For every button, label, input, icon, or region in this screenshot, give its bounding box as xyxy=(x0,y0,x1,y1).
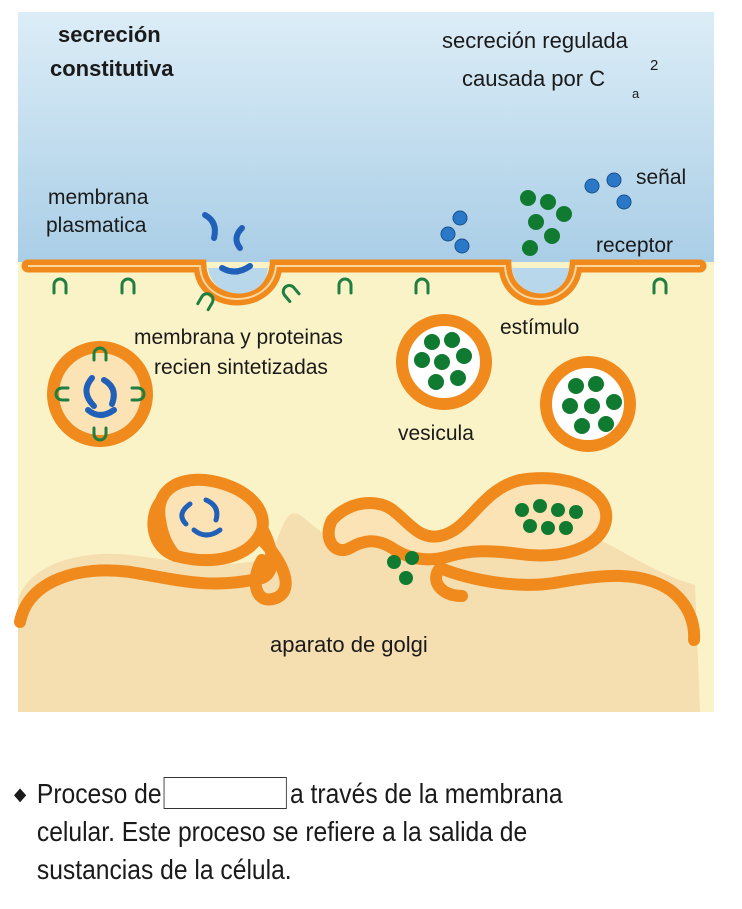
golgi-cisterna xyxy=(153,473,269,567)
secretory-vesicle xyxy=(540,356,636,452)
granule-icon xyxy=(528,214,544,230)
protein-icon xyxy=(233,225,245,251)
invagination-lumen xyxy=(512,268,569,294)
granule-icon xyxy=(456,348,472,364)
receptor-icon xyxy=(337,277,353,295)
released-granules xyxy=(520,190,572,256)
granule-icon xyxy=(523,519,537,533)
label-regulated-sup: 2 xyxy=(650,57,658,74)
label-new-proteins-line2: recien sintetizadas xyxy=(154,356,328,379)
label-regulated-sub: a xyxy=(632,86,640,101)
label-receptor: receptor xyxy=(596,234,673,257)
granule-icon xyxy=(568,378,584,394)
receptor-icon xyxy=(414,277,430,295)
signal-molecule-icon xyxy=(440,226,456,242)
label-plasma-membrane-line1: membrana xyxy=(48,186,149,209)
caption-line-3: sustancias de la célula. xyxy=(36,854,292,885)
receptor-icon xyxy=(130,386,146,402)
granule-icon xyxy=(520,190,536,206)
label-constitutive-line1: secreción xyxy=(58,22,161,47)
receptor-icon xyxy=(196,292,215,312)
granule-icon xyxy=(405,551,419,565)
label-regulated-line2: causada por C xyxy=(462,66,605,91)
receptor-icon xyxy=(92,346,108,362)
protein-icon xyxy=(179,501,193,527)
signal-molecule-icon xyxy=(584,178,600,194)
granule-icon xyxy=(450,370,466,386)
granule-icon xyxy=(428,374,444,390)
protein-icon xyxy=(85,407,117,418)
signal-molecule-icon xyxy=(454,238,470,254)
receptor-icon xyxy=(652,277,668,295)
signal-molecules xyxy=(440,172,632,254)
label-signal: señal xyxy=(636,166,686,189)
caption-part1: Proceso de xyxy=(36,778,162,809)
label-new-proteins-line1: membrana y proteinas xyxy=(134,326,343,349)
granule-icon xyxy=(559,521,573,535)
granule-icon xyxy=(544,228,560,244)
label-regulated-line1: secreción regulada xyxy=(442,28,629,53)
granule-icon xyxy=(598,416,614,432)
granule-icon xyxy=(556,206,572,222)
constitutive-vesicle xyxy=(47,341,153,447)
signal-molecule-icon xyxy=(606,172,622,188)
secretory-vesicle xyxy=(396,314,492,410)
granule-icon xyxy=(424,334,440,350)
granule-icon xyxy=(551,503,565,517)
plasma-membrane-highlight xyxy=(28,265,700,300)
receptor-icon xyxy=(120,277,136,295)
signal-molecule-icon xyxy=(452,210,468,226)
label-stimulus: estímulo xyxy=(500,316,579,339)
granule-icon xyxy=(540,194,556,210)
caption-line-1: ◆ Proceso de a través de la membrana xyxy=(14,775,630,813)
granule-icon xyxy=(434,354,450,370)
caption-line-2: celular. Este proceso se refiere a la sa… xyxy=(36,816,528,847)
granule-icon xyxy=(562,398,578,414)
caption-part2: a través de la membrana xyxy=(290,778,563,809)
signal-molecule-icon xyxy=(616,194,632,210)
granule-icon xyxy=(569,505,583,519)
label-vesicle: vesicula xyxy=(398,422,474,445)
granule-icon xyxy=(584,398,600,414)
protein-icon xyxy=(203,497,220,523)
membrane-receptors xyxy=(52,277,668,312)
golgi-membrane xyxy=(434,562,701,646)
golgi-cisterna xyxy=(322,472,613,566)
granule-icon xyxy=(606,394,622,410)
label-golgi: aparato de golgi xyxy=(270,632,428,657)
golgi-membrane xyxy=(249,534,292,606)
protein-icon xyxy=(219,263,253,275)
invagination-lumen xyxy=(208,268,268,294)
protein-icon xyxy=(83,375,97,409)
label-plasma-membrane-line2: plasmatica xyxy=(46,214,147,237)
granule-icon xyxy=(588,376,604,392)
granule-icon xyxy=(533,499,547,513)
extracellular-space xyxy=(18,12,714,270)
protein-icon xyxy=(202,212,218,241)
caption: ◆ Proceso de a través de la membrana celul… xyxy=(14,775,630,889)
label-constitutive-line2: constitutiva xyxy=(50,56,174,81)
granule-icon xyxy=(444,332,460,348)
golgi-apparatus xyxy=(14,472,701,712)
granule-icon xyxy=(414,352,430,368)
granule-icon xyxy=(574,418,590,434)
receptor-icon xyxy=(54,386,70,402)
granule-icon xyxy=(522,240,538,256)
granule-icon xyxy=(387,555,401,569)
secreted-proteins xyxy=(202,212,253,275)
golgi-membrane xyxy=(430,562,468,602)
receptor-icon xyxy=(281,284,301,304)
granule-icon xyxy=(399,571,413,585)
protein-icon xyxy=(191,527,223,538)
granule-icon xyxy=(541,521,555,535)
answer-blank-field[interactable] xyxy=(163,777,287,809)
protein-icon xyxy=(101,377,117,407)
receptor-icon xyxy=(52,277,68,295)
granule-icon xyxy=(515,503,529,517)
receptor-icon xyxy=(92,426,108,442)
bullet-icon: ◆ xyxy=(14,784,27,804)
